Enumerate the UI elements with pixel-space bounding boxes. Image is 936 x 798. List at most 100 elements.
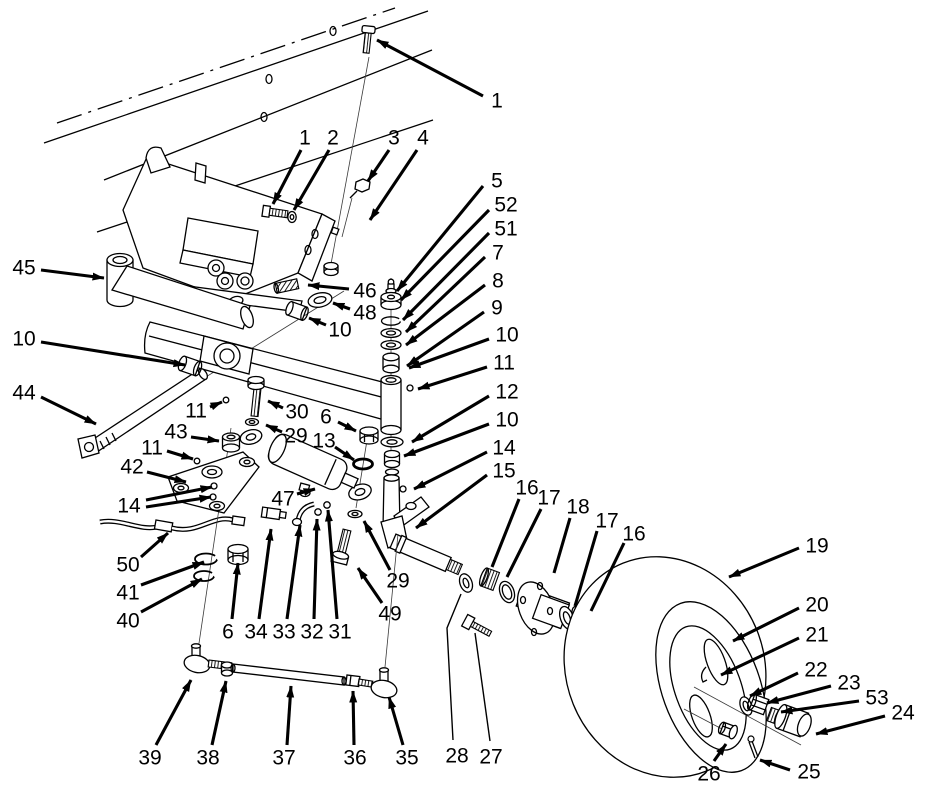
nut-6b <box>227 543 249 566</box>
leader-line-22 <box>749 671 799 698</box>
callout-label-14-47: 14 <box>117 495 141 518</box>
ring-40 <box>193 570 215 582</box>
leader-line-1 <box>271 149 303 205</box>
leader-line-5 <box>395 185 485 292</box>
callout-label-9-16: 9 <box>491 297 503 320</box>
washer-7 <box>380 327 402 339</box>
leader-line-3 <box>366 149 391 182</box>
callout-label-44-10: 44 <box>12 382 36 405</box>
leader-line-34 <box>257 528 274 620</box>
leader-line-12 <box>411 394 490 444</box>
spindle <box>380 474 464 576</box>
leader-line-36 <box>349 690 358 746</box>
bushing-43 <box>221 432 241 453</box>
washer-12 <box>380 436 404 448</box>
callout-label-17-24: 17 <box>537 487 560 510</box>
callout-label-13-55: 13 <box>312 430 335 453</box>
callout-label-8-15: 8 <box>492 270 504 293</box>
callout-label-10-8: 10 <box>328 319 351 342</box>
bell-crank <box>167 396 260 651</box>
flange-bolt <box>341 178 371 238</box>
o-ring-31 <box>323 501 331 509</box>
lug-bolt-27 <box>460 613 493 638</box>
callout-label-38-42: 38 <box>196 747 219 770</box>
tie-rod-tube <box>232 663 345 686</box>
set-screw-11 <box>406 384 414 392</box>
callout-label-16-23: 16 <box>515 477 538 500</box>
wheel-hub-18 <box>515 581 576 637</box>
leader-line-2 <box>292 149 331 211</box>
tie-rod-assembly <box>183 533 399 699</box>
tie-rod-end-right <box>370 667 398 699</box>
callout-label-29-57: 29 <box>386 570 409 593</box>
pivot-pin <box>77 367 209 459</box>
leader-line-40 <box>140 577 203 614</box>
axle-pivot-tube <box>106 252 254 330</box>
bolt-30 <box>247 375 265 418</box>
leader-line-4 <box>368 149 419 221</box>
callout-label-11-51: 11 <box>185 400 207 423</box>
callout-label-51-13: 51 <box>494 218 517 241</box>
leader-line-47 <box>296 487 316 496</box>
callout-label-42-48: 42 <box>120 456 143 479</box>
leader-line-16 <box>589 542 626 612</box>
leader-line-17 <box>505 508 543 578</box>
callout-label-39-43: 39 <box>138 747 161 770</box>
leader-line-23 <box>766 684 832 705</box>
carriage-bolt-top <box>323 24 376 277</box>
leader-line-14 <box>145 485 213 502</box>
leader-line-30 <box>267 399 284 410</box>
leader-line-49 <box>356 567 384 604</box>
leader-line-19 <box>728 546 800 579</box>
fitting-34 <box>260 506 287 521</box>
callout-label-28-38: 28 <box>445 745 468 768</box>
cap-52 <box>380 291 402 311</box>
leader-line-41 <box>140 560 205 587</box>
callout-label-41-45: 41 <box>116 582 139 605</box>
callout-label-14-21: 14 <box>492 437 516 460</box>
leader-line-52 <box>399 208 491 302</box>
leader-line-50 <box>139 531 170 559</box>
leader-line-10 <box>403 422 490 458</box>
callout-label-50-46: 50 <box>116 554 139 577</box>
spacer-nut-23 <box>746 693 770 716</box>
leader-line-7 <box>404 255 487 334</box>
o-ring-32 <box>314 508 322 516</box>
leader-line-14 <box>145 494 212 509</box>
callout-label-33-61: 33 <box>272 621 295 644</box>
washer <box>287 210 297 224</box>
leader-line-6 <box>230 562 241 620</box>
leader-line-21 <box>720 636 800 677</box>
callout-label-11-49: 11 <box>141 437 163 460</box>
leader-line-53 <box>780 699 860 715</box>
callout-label-10-17: 10 <box>495 324 518 347</box>
hydraulic-hose <box>99 482 331 533</box>
kingpin-lower-hardware <box>193 543 249 582</box>
washer-29a <box>244 417 260 427</box>
callout-label-1-0: 1 <box>491 90 503 113</box>
frame-hole <box>260 111 268 123</box>
callout-label-12-19: 12 <box>495 381 518 404</box>
axle-beam <box>143 321 391 422</box>
frame-hole <box>265 73 273 85</box>
callout-label-23-32: 23 <box>837 672 860 695</box>
callout-label-19-28: 19 <box>805 535 828 558</box>
callout-label-1-1: 1 <box>299 127 311 150</box>
callout-label-43-50: 43 <box>164 421 187 444</box>
callout-label-26-36: 26 <box>697 763 720 786</box>
callout-label-11-18: 11 <box>493 352 515 375</box>
callout-label-52-12: 52 <box>494 194 517 217</box>
kingpin-stack <box>380 278 464 576</box>
screw-11b <box>222 396 230 404</box>
callout-label-21-30: 21 <box>805 624 828 647</box>
leader-line-32 <box>312 518 321 620</box>
bearing-16-left <box>478 567 501 592</box>
callout-label-40-44: 40 <box>116 610 139 633</box>
leader-line-17 <box>573 530 599 607</box>
leader-line-11 <box>209 400 223 411</box>
callout-label-6-53: 6 <box>320 406 332 429</box>
leader-line-26 <box>712 743 728 762</box>
leader-line-38 <box>210 680 228 746</box>
leader-line-10 <box>40 340 186 368</box>
